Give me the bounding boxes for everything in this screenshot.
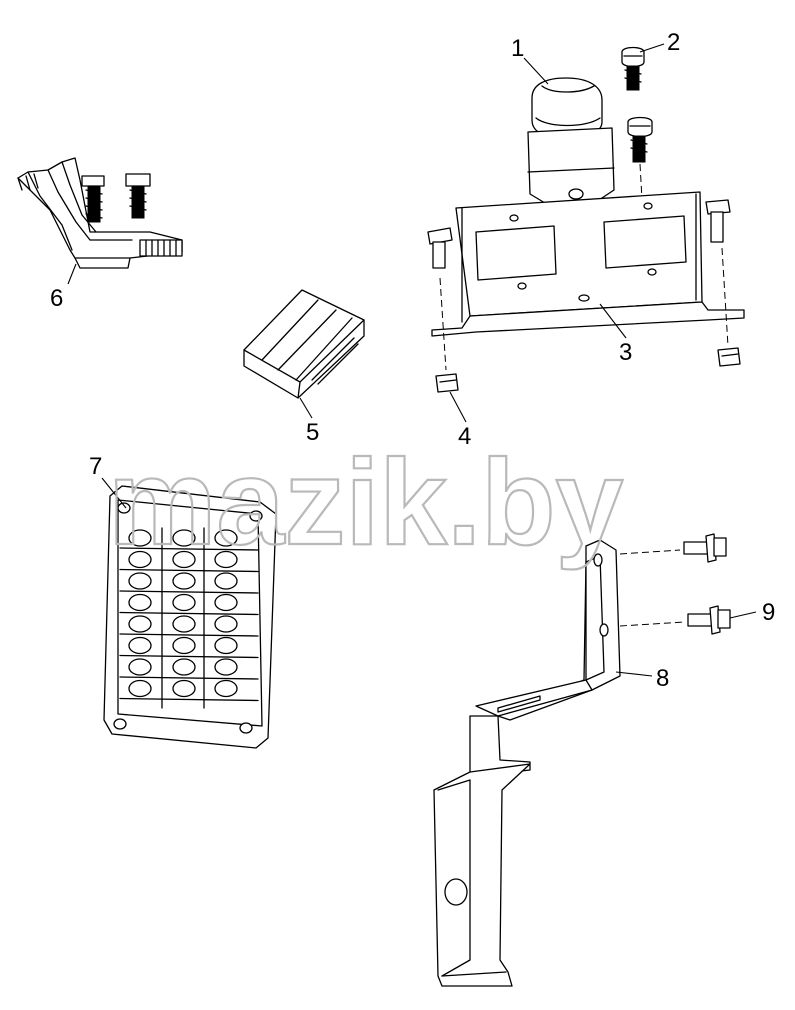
- part-4-nut-right: [717, 347, 741, 367]
- fuse-row-divider: [119, 676, 259, 680]
- fuse-slot: [128, 550, 152, 569]
- callout-9: 9: [762, 599, 775, 626]
- part-3-bracket: [431, 191, 745, 371]
- callout-5: 5: [306, 419, 319, 446]
- relay-pins: [139, 239, 183, 257]
- fuse-row-divider: [119, 568, 259, 573]
- fuse-slot: [128, 529, 152, 547]
- part-9-bolt-upper: [683, 533, 727, 563]
- callout-7: 7: [89, 453, 102, 480]
- fuse-slot: [172, 572, 196, 590]
- callout-8: 8: [656, 665, 669, 692]
- fuse-row-divider: [119, 633, 259, 637]
- part-4-nut-left: [435, 373, 459, 393]
- fuse-slot-grid: [119, 527, 259, 709]
- fuse-row-divider: [119, 590, 259, 594]
- bracket-stud-right: [705, 199, 731, 243]
- part-6-bolt-right: [125, 173, 151, 219]
- fuse-slot: [172, 636, 196, 655]
- callout-4: 4: [458, 423, 471, 450]
- fuse-slot: [214, 679, 238, 698]
- fuse-slot: [172, 593, 196, 612]
- fuse-slot: [214, 615, 238, 633]
- fuse-slot: [214, 593, 238, 612]
- fuse-row-divider: [119, 547, 259, 551]
- fuse-slot: [214, 529, 238, 547]
- callout-labels: 1 2 3 4 5 6 7 8 9: [50, 29, 775, 692]
- fuse-slot: [214, 658, 238, 676]
- fuse-row-divider: [119, 697, 259, 702]
- fuse-slot: [128, 679, 152, 698]
- fuse-slot: [128, 572, 152, 590]
- fuse-slot: [128, 636, 152, 655]
- callout-1: 1: [511, 35, 524, 62]
- leader-lines: [67, 43, 757, 677]
- fuse-row-divider: [119, 654, 259, 659]
- part-7-fuse-panel: [103, 485, 277, 749]
- part-6-relay-block: [17, 157, 183, 269]
- fuse-slot: [128, 615, 152, 633]
- watermark: mazik.by: [108, 434, 623, 570]
- fuse-slot: [214, 550, 238, 569]
- fuse-slot: [128, 593, 152, 612]
- fuse-slot: [128, 658, 152, 676]
- fuse-slot: [172, 658, 196, 676]
- fuse-row-divider: [119, 611, 259, 616]
- fuse-slot: [172, 679, 196, 698]
- fuse-slot: [214, 572, 238, 590]
- callout-6: 6: [50, 285, 63, 312]
- part-5-fuse-cover: [243, 289, 365, 399]
- callout-2: 2: [667, 29, 680, 56]
- part-8-long-bracket: [433, 539, 685, 987]
- part-6-bolt-left: [81, 175, 105, 223]
- callout-3: 3: [619, 339, 632, 366]
- fuse-slot: [172, 550, 196, 569]
- fuse-slot: [172, 615, 196, 633]
- part-9-bolt-lower: [687, 605, 731, 635]
- part-2-bolt-upper: [621, 46, 645, 91]
- fuse-slot: [172, 529, 196, 547]
- fuse-slot: [214, 636, 238, 655]
- bracket-stud-left: [427, 227, 453, 269]
